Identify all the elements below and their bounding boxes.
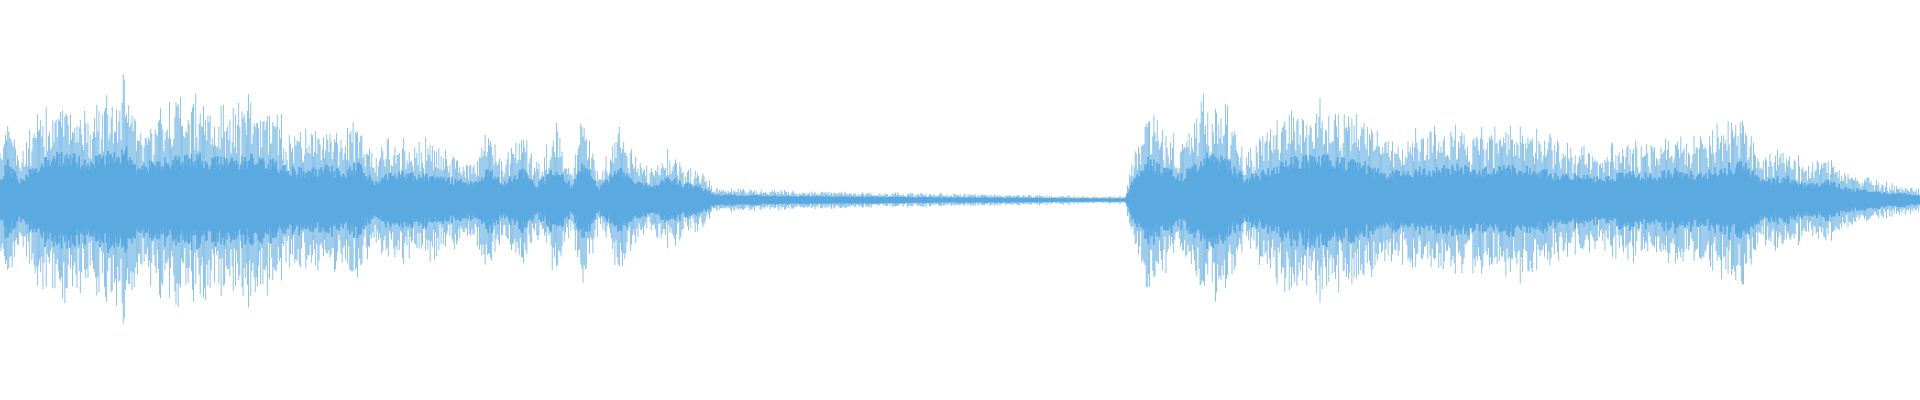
waveform-bars xyxy=(0,74,1920,324)
